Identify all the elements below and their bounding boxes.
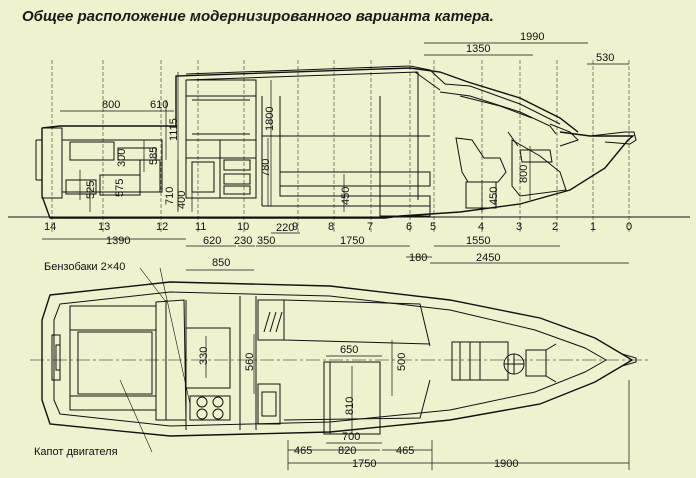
fuel-tanks-label: Бензобаки 2×40 <box>44 261 125 273</box>
dim-465-left: 465 <box>294 445 312 457</box>
dim-400: 400 <box>176 191 188 209</box>
dim-710: 710 <box>164 187 176 205</box>
dim-620: 620 <box>203 235 221 247</box>
dim-530: 530 <box>596 52 614 64</box>
dim-1800: 1800 <box>264 107 276 131</box>
dim-560: 560 <box>244 353 256 371</box>
dim-500: 500 <box>396 353 408 371</box>
station-5: 5 <box>430 221 436 233</box>
station-13: 13 <box>98 221 110 233</box>
dim-850: 850 <box>212 257 230 269</box>
dim-450-cockpit: 450 <box>488 187 500 205</box>
station-3: 3 <box>516 221 522 233</box>
drawing-title: Общее расположение модернизированного ва… <box>22 8 494 25</box>
station-6: 6 <box>406 221 412 233</box>
station-11: 11 <box>195 221 206 233</box>
dim-800: 800 <box>102 99 120 111</box>
station-4: 4 <box>478 221 484 233</box>
side-view <box>8 60 690 232</box>
station-2: 2 <box>552 221 558 233</box>
dim-575: 575 <box>114 179 126 197</box>
station-7: 7 <box>367 221 373 233</box>
dim-1990: 1990 <box>520 31 544 43</box>
dim-610: 610 <box>150 99 168 111</box>
dim-585: 585 <box>148 147 160 165</box>
dim-1750-side: 1750 <box>340 235 364 247</box>
dim-450-cabin: 450 <box>340 187 352 205</box>
station-9: 9 <box>292 221 298 233</box>
dim-350: 350 <box>257 235 275 247</box>
dim-1390: 1390 <box>106 235 130 247</box>
dim-230: 230 <box>234 235 252 247</box>
station-0: 0 <box>626 221 632 233</box>
dim-465-right: 465 <box>396 445 414 457</box>
dim-800-console: 800 <box>518 165 530 183</box>
dim-810: 810 <box>344 397 356 415</box>
dim-820: 820 <box>338 445 356 457</box>
station-12: 12 <box>156 221 168 233</box>
dim-1115: 1115 <box>168 118 180 141</box>
station-8: 8 <box>328 221 334 233</box>
dim-780: 780 <box>260 159 272 177</box>
dim-1900: 1900 <box>494 458 518 470</box>
station-1: 1 <box>590 221 596 233</box>
dim-650: 650 <box>340 344 358 356</box>
dim-2450: 2450 <box>476 252 500 264</box>
station-14: 14 <box>44 221 56 233</box>
dim-1350: 1350 <box>466 43 490 55</box>
dim-1550: 1550 <box>466 235 490 247</box>
dim-300: 300 <box>116 149 128 167</box>
dim-330: 330 <box>198 347 210 365</box>
dim-180: 180 <box>409 252 427 264</box>
dim-1750-plan: 1750 <box>352 458 376 470</box>
plan-view <box>30 267 650 453</box>
dim-700: 700 <box>342 431 360 443</box>
dim-220: 220 <box>276 222 294 234</box>
dim-525: 525 <box>85 181 97 199</box>
station-10: 10 <box>237 221 249 233</box>
engine-hood-label: Капот двигателя <box>34 446 118 458</box>
